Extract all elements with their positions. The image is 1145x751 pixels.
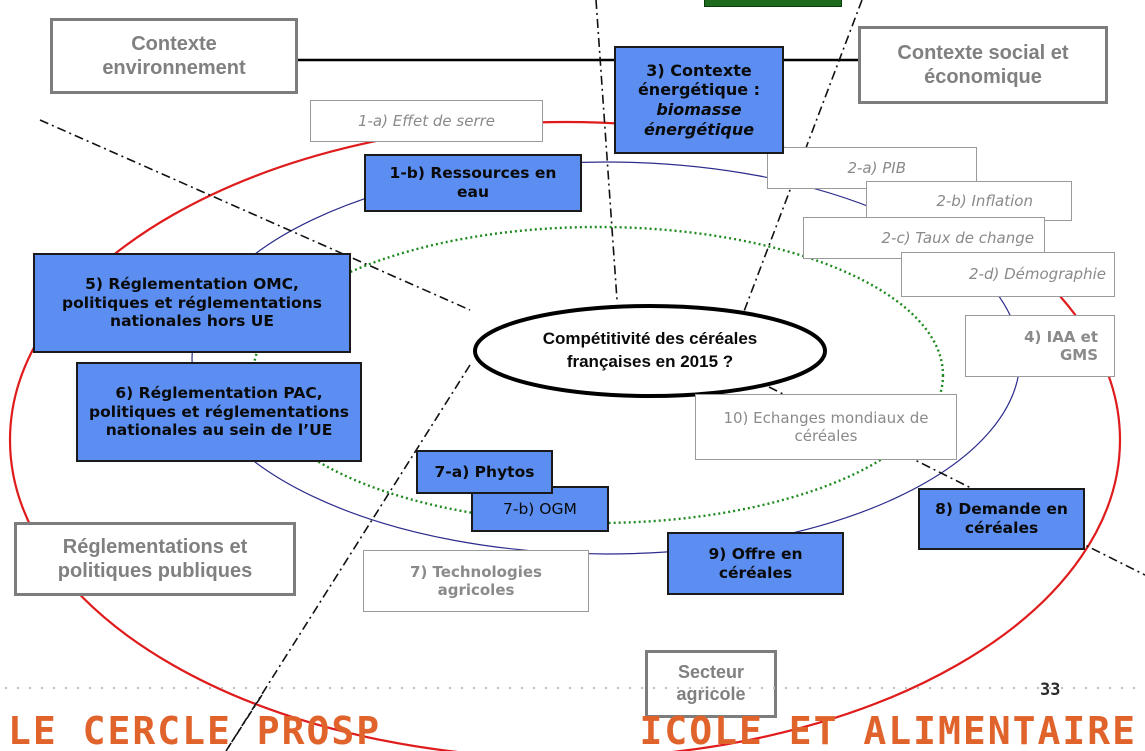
- box-exchange-rate-label: 2-c) Taux de change: [881, 228, 1034, 247]
- box-wto-regulation-label: 5) Réglementation OMC, politiques et rég…: [62, 274, 322, 331]
- box-iaa-gms: 4) IAA et GMS: [965, 315, 1115, 377]
- box-phytos: 7-a) Phytos: [416, 450, 553, 494]
- box-cap-regulation: 6) Réglementation PAC, politiques et rég…: [76, 362, 362, 462]
- footer-banner-left: LE CERCLE PROSP: [8, 709, 382, 751]
- box-wto-regulation: 5) Réglementation OMC, politiques et rég…: [33, 253, 351, 353]
- box-cap-regulation-label: 6) Réglementation PAC, politiques et rég…: [89, 383, 349, 440]
- box-gmo-label: 7-b) OGM: [503, 499, 577, 518]
- box-demography-label: 2-d) Démographie: [969, 265, 1106, 284]
- separator-line-top: [595, 0, 618, 301]
- context-regulations-label: Réglementations et politiques publiques: [57, 535, 253, 582]
- center-ellipse: [473, 304, 827, 398]
- dotted-divider: [0, 686, 1145, 690]
- box-inflation-label: 2-b) Inflation: [936, 191, 1033, 210]
- box-phytos-label: 7-a) Phytos: [434, 462, 535, 481]
- box-cereal-demand: 8) Demande en céréales: [918, 488, 1085, 550]
- box-water-resources: 1-b) Ressources en eau: [364, 154, 582, 212]
- context-environment-label: Contexte environnement: [102, 32, 246, 79]
- box-iaa-gms-label: 4) IAA et GMS: [1024, 327, 1098, 364]
- box-energy-context-sub: biomasse énergétique: [643, 100, 755, 139]
- footer-banner-right: ICOLE ET ALIMENTAIRE: [639, 709, 1137, 751]
- top-green-bar: [704, 0, 842, 7]
- box-world-trade-label: 10) Echanges mondiaux de céréales: [723, 408, 929, 445]
- box-cereal-supply: 9) Offre en céréales: [667, 532, 844, 595]
- box-inflation: 2-b) Inflation: [866, 181, 1072, 221]
- box-energy-context: 3) Contexte énergétique : biomasse énerg…: [614, 46, 784, 154]
- page-number: 33: [1040, 680, 1061, 700]
- box-energy-context-title: 3) Contexte énergétique :: [637, 60, 761, 100]
- box-cereal-supply-label: 9) Offre en céréales: [708, 544, 803, 582]
- box-greenhouse-effect: 1-a) Effet de serre: [310, 100, 543, 142]
- box-agricultural-technologies-label: 7) Technologies agricoles: [410, 562, 542, 599]
- footer-banner-text: LE CERCLE PROSP ICOLE ET ALIMENTAIRE: [0, 711, 1145, 751]
- box-cereal-demand-label: 8) Demande en céréales: [935, 500, 1068, 537]
- central-question-line2: françaises en 2015 ?: [566, 352, 734, 371]
- central-question-line1: Compétitivité des céréales: [542, 329, 758, 349]
- footer-banner: LE CERCLE PROSP ICOLE ET ALIMENTAIRE: [0, 700, 1145, 751]
- box-gdp-label: 2-a) PIB: [847, 158, 906, 177]
- central-question: Compétitivité des céréales françaises en…: [470, 316, 830, 386]
- context-social-label: Contexte social et économique: [897, 41, 1069, 88]
- box-demography: 2-d) Démographie: [901, 252, 1115, 297]
- box-world-trade: 10) Echanges mondiaux de céréales: [695, 394, 957, 460]
- context-social-box: Contexte social et économique: [858, 26, 1108, 104]
- separator-line-diagonal-right: [717, 0, 863, 381]
- context-regulations-box: Réglementations et politiques publiques: [14, 522, 296, 596]
- outer-red-ellipse: [9, 120, 1121, 751]
- box-water-resources-label: 1-b) Ressources en eau: [389, 164, 557, 201]
- context-environment-box: Contexte environnement: [50, 18, 298, 94]
- separator-line-diagonal-left: [39, 119, 471, 311]
- box-greenhouse-effect-label: 1-a) Effet de serre: [357, 111, 496, 130]
- box-agricultural-technologies: 7) Technologies agricoles: [363, 550, 589, 612]
